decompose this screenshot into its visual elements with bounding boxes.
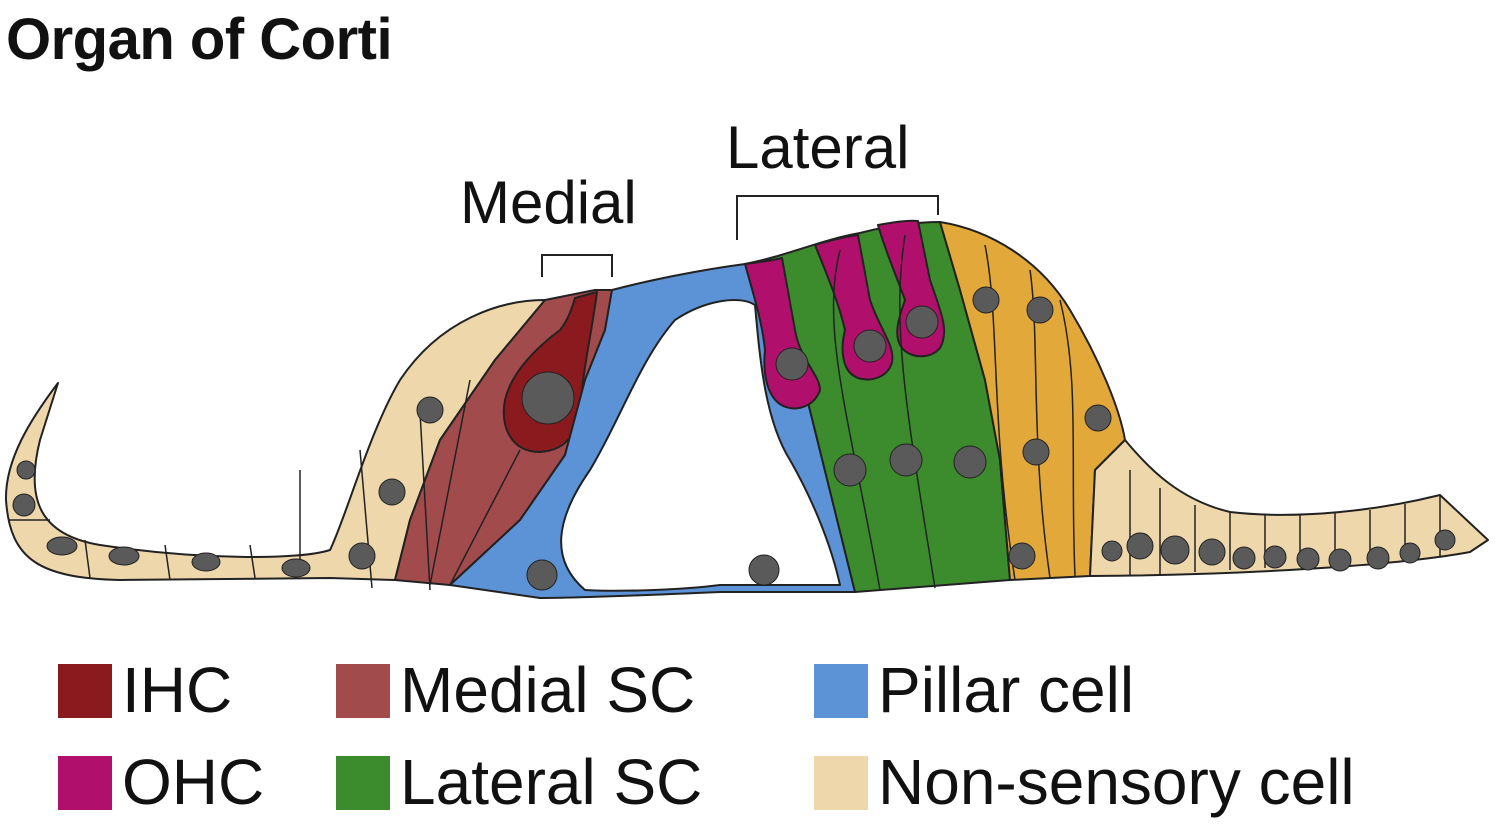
legend-label: Non-sensory cell — [878, 746, 1355, 818]
legend-label: Medial SC — [400, 654, 696, 726]
legend-label: Pillar cell — [878, 654, 1135, 726]
legend: IHC Medial SC Pillar cell OHC Lateral SC… — [58, 652, 1488, 822]
lateral-bracket — [736, 195, 939, 240]
ohc-swatch — [58, 756, 112, 810]
legend-label: OHC — [122, 746, 265, 818]
non-sensory-cell-swatch — [814, 756, 868, 810]
lateral-sc-swatch — [336, 756, 390, 810]
non-sensory-cells-medial — [4, 299, 546, 581]
organ-of-corti-diagram — [4, 195, 1489, 599]
non-sensory-cells-lateral — [1089, 439, 1489, 577]
diagram-title: Organ of Corti — [6, 7, 393, 72]
ihc-swatch — [58, 664, 112, 718]
medial-region-label: Medial — [460, 169, 637, 236]
pillar-cells — [449, 263, 856, 599]
lateral-region-label: Lateral — [726, 114, 910, 181]
medial-sc-swatch — [336, 664, 390, 718]
legend-label: Lateral SC — [400, 746, 703, 818]
pillar-cell-swatch — [814, 664, 868, 718]
legend-label: IHC — [122, 654, 233, 726]
medial-bracket — [541, 254, 613, 277]
